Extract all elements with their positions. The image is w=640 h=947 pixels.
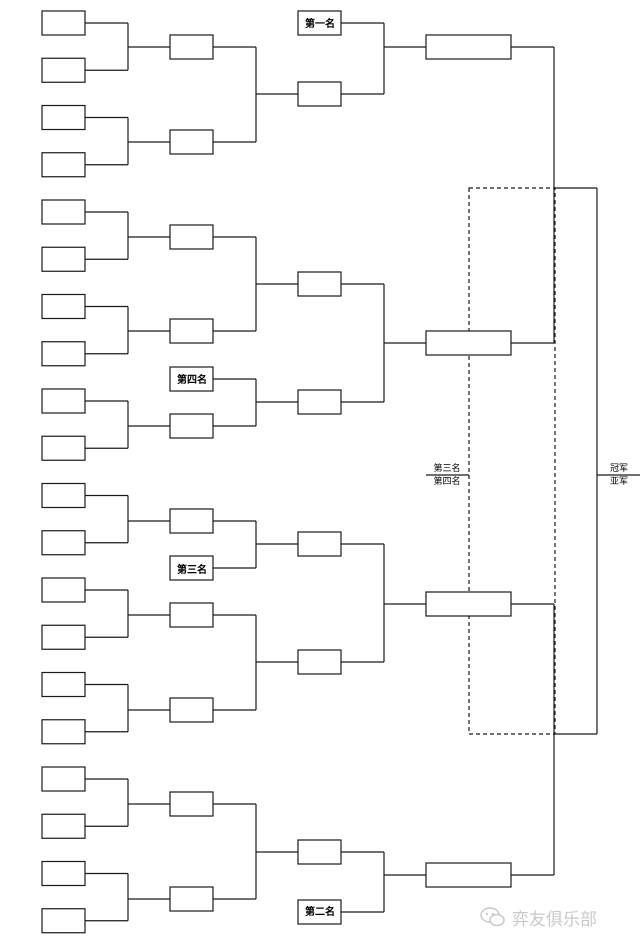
round2-slot-12	[169, 886, 214, 912]
round1-slot-10	[41, 435, 86, 461]
round2-slot-8	[169, 555, 214, 581]
round2-slot-5	[169, 366, 214, 392]
round1-slot-20	[41, 908, 86, 934]
third-place-label: 第三名	[177, 563, 207, 576]
round3-slot-2	[297, 81, 342, 107]
third-place-caption: 第三名	[433, 462, 460, 474]
round2-slot-4	[169, 318, 214, 344]
round1-slot-13	[41, 577, 86, 603]
fourth-place-label: 第四名	[177, 373, 207, 386]
round1-slot-18	[41, 813, 86, 839]
round1-slot-1	[41, 10, 86, 36]
round1-slot-3	[41, 104, 86, 131]
round3-slot-7	[297, 839, 342, 865]
round1-slot-4	[41, 152, 86, 178]
first-place-label: 第一名	[305, 17, 335, 30]
round3-slot-1	[297, 10, 342, 36]
round1-slot-17	[41, 766, 86, 792]
round2-slot-2	[169, 129, 214, 155]
round2-slot-1	[169, 34, 214, 60]
round1-slot-12	[41, 530, 86, 556]
second-place-label: 第二名	[305, 905, 335, 918]
round1-slot-2	[41, 57, 86, 83]
round1-slot-19	[41, 860, 86, 887]
round2-slot-9	[169, 602, 214, 628]
round1-slot-11	[41, 482, 86, 509]
round3-slot-5	[297, 531, 342, 557]
watermark: 弈友俱乐部	[480, 902, 636, 932]
third-fourth-playoff-frame	[468, 187, 556, 735]
round1-slot-5	[41, 199, 86, 225]
fourth-place-caption: 第四名	[433, 475, 460, 487]
bracket-slots	[41, 10, 512, 934]
round3-slot-8	[297, 899, 342, 925]
semifinal-slot-2	[425, 330, 512, 356]
round2-slot-10	[169, 697, 214, 723]
round3-slot-4	[297, 389, 342, 415]
round1-slot-7	[41, 293, 86, 320]
round1-slot-8	[41, 341, 86, 367]
round2-slot-11	[169, 791, 214, 817]
round1-slot-14	[41, 624, 86, 650]
round2-slot-3	[169, 224, 214, 250]
bracket-lines	[85, 22, 640, 922]
round3-slot-3	[297, 271, 342, 297]
round1-slot-6	[41, 246, 86, 272]
semifinal-slot-1	[425, 34, 512, 60]
watermark-text: 弈友俱乐部	[512, 909, 597, 930]
semifinal-slot-4	[425, 862, 512, 888]
runner-up-caption: 亚军	[610, 476, 628, 487]
round3-slot-6	[297, 649, 342, 675]
round1-slot-9	[41, 388, 86, 414]
round1-slot-16	[41, 719, 86, 745]
wechat-icon	[480, 907, 505, 927]
round2-slot-7	[169, 508, 214, 534]
round1-slot-15	[41, 671, 86, 698]
semifinal-slot-3	[425, 591, 512, 617]
round2-slot-6	[169, 413, 214, 439]
champion-caption: 冠军	[610, 463, 628, 474]
